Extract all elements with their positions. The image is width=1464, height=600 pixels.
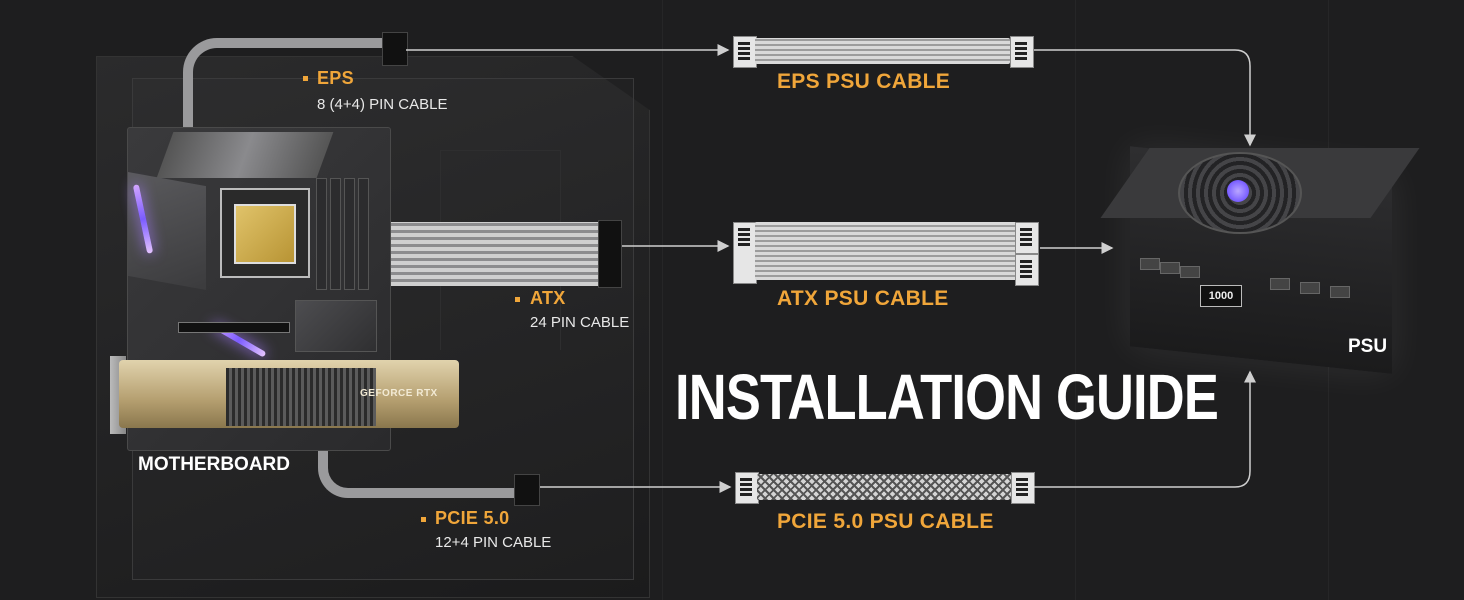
atx-psu-cable-label: ATX PSU CABLE [777,287,949,310]
atx-psu-cable-icon [755,222,1017,280]
pcie-psu-cable-icon [757,474,1011,500]
pcie-cable-plug-left [735,472,759,504]
atx-bullet [515,297,520,302]
pcie-psu-cable-label: PCIE 5.0 PSU CABLE [777,510,994,533]
eps-detail: 8 (4+4) PIN CABLE [317,96,448,113]
eps-psu-cable-icon [755,38,1010,64]
io-armor [128,172,206,290]
eps-psu-cable-label: EPS PSU CABLE [777,70,951,93]
psu-port [1160,262,1180,274]
psu-port [1270,278,1290,290]
gpu-heatsink-fins [226,368,376,426]
atx-detail: 24 PIN CABLE [530,314,630,331]
eps-to-psu-arrow [1034,49,1256,147]
background-divider [1075,0,1076,600]
pcie-detail: 12+4 PIN CABLE [435,534,552,551]
eps-cable-route [183,38,393,158]
eps-cable-plug-left [733,36,757,68]
psu-port [1330,286,1350,298]
chipset-heatsink [295,300,377,352]
psu-logo-icon [1227,180,1249,202]
motherboard-label: MOTHERBOARD [138,454,290,475]
ram-slot [358,178,369,290]
eps-connector [382,32,408,66]
background-divider [662,0,663,600]
cpu-chip [234,204,296,264]
psu-port [1180,266,1200,278]
psu-wattage-display: 1000 [1200,285,1242,307]
pcie-cable-plug-right [1011,472,1035,504]
pcie-connector [514,474,540,506]
psu-port [1140,258,1160,270]
pcie-cable-route [318,420,518,498]
eps-cable-plug-right [1010,36,1034,68]
pcie-to-psu-arrow [1034,370,1256,488]
ram-slot [330,178,341,290]
page-title: INSTALLATION GUIDE [675,361,1219,433]
ram-slot [316,178,327,290]
pcie-bullet [421,517,426,522]
eps-label: EPS [317,68,354,88]
atx-label: ATX [530,288,566,308]
atx-cable-plug-right [1015,222,1039,254]
eps-bullet [303,76,308,81]
gpu-brand-label: GEFORCE RTX [360,388,438,399]
psu-label: PSU [1348,336,1388,357]
atx-connector [598,220,622,288]
atx-cable-plug-right [1015,254,1039,286]
case-detail-line [440,150,560,151]
psu-port [1300,282,1320,294]
pcie-label: PCIE 5.0 [435,508,510,528]
atx-cable-bundle [372,222,602,286]
ram-slot [344,178,355,290]
pcie-slot [178,322,290,333]
